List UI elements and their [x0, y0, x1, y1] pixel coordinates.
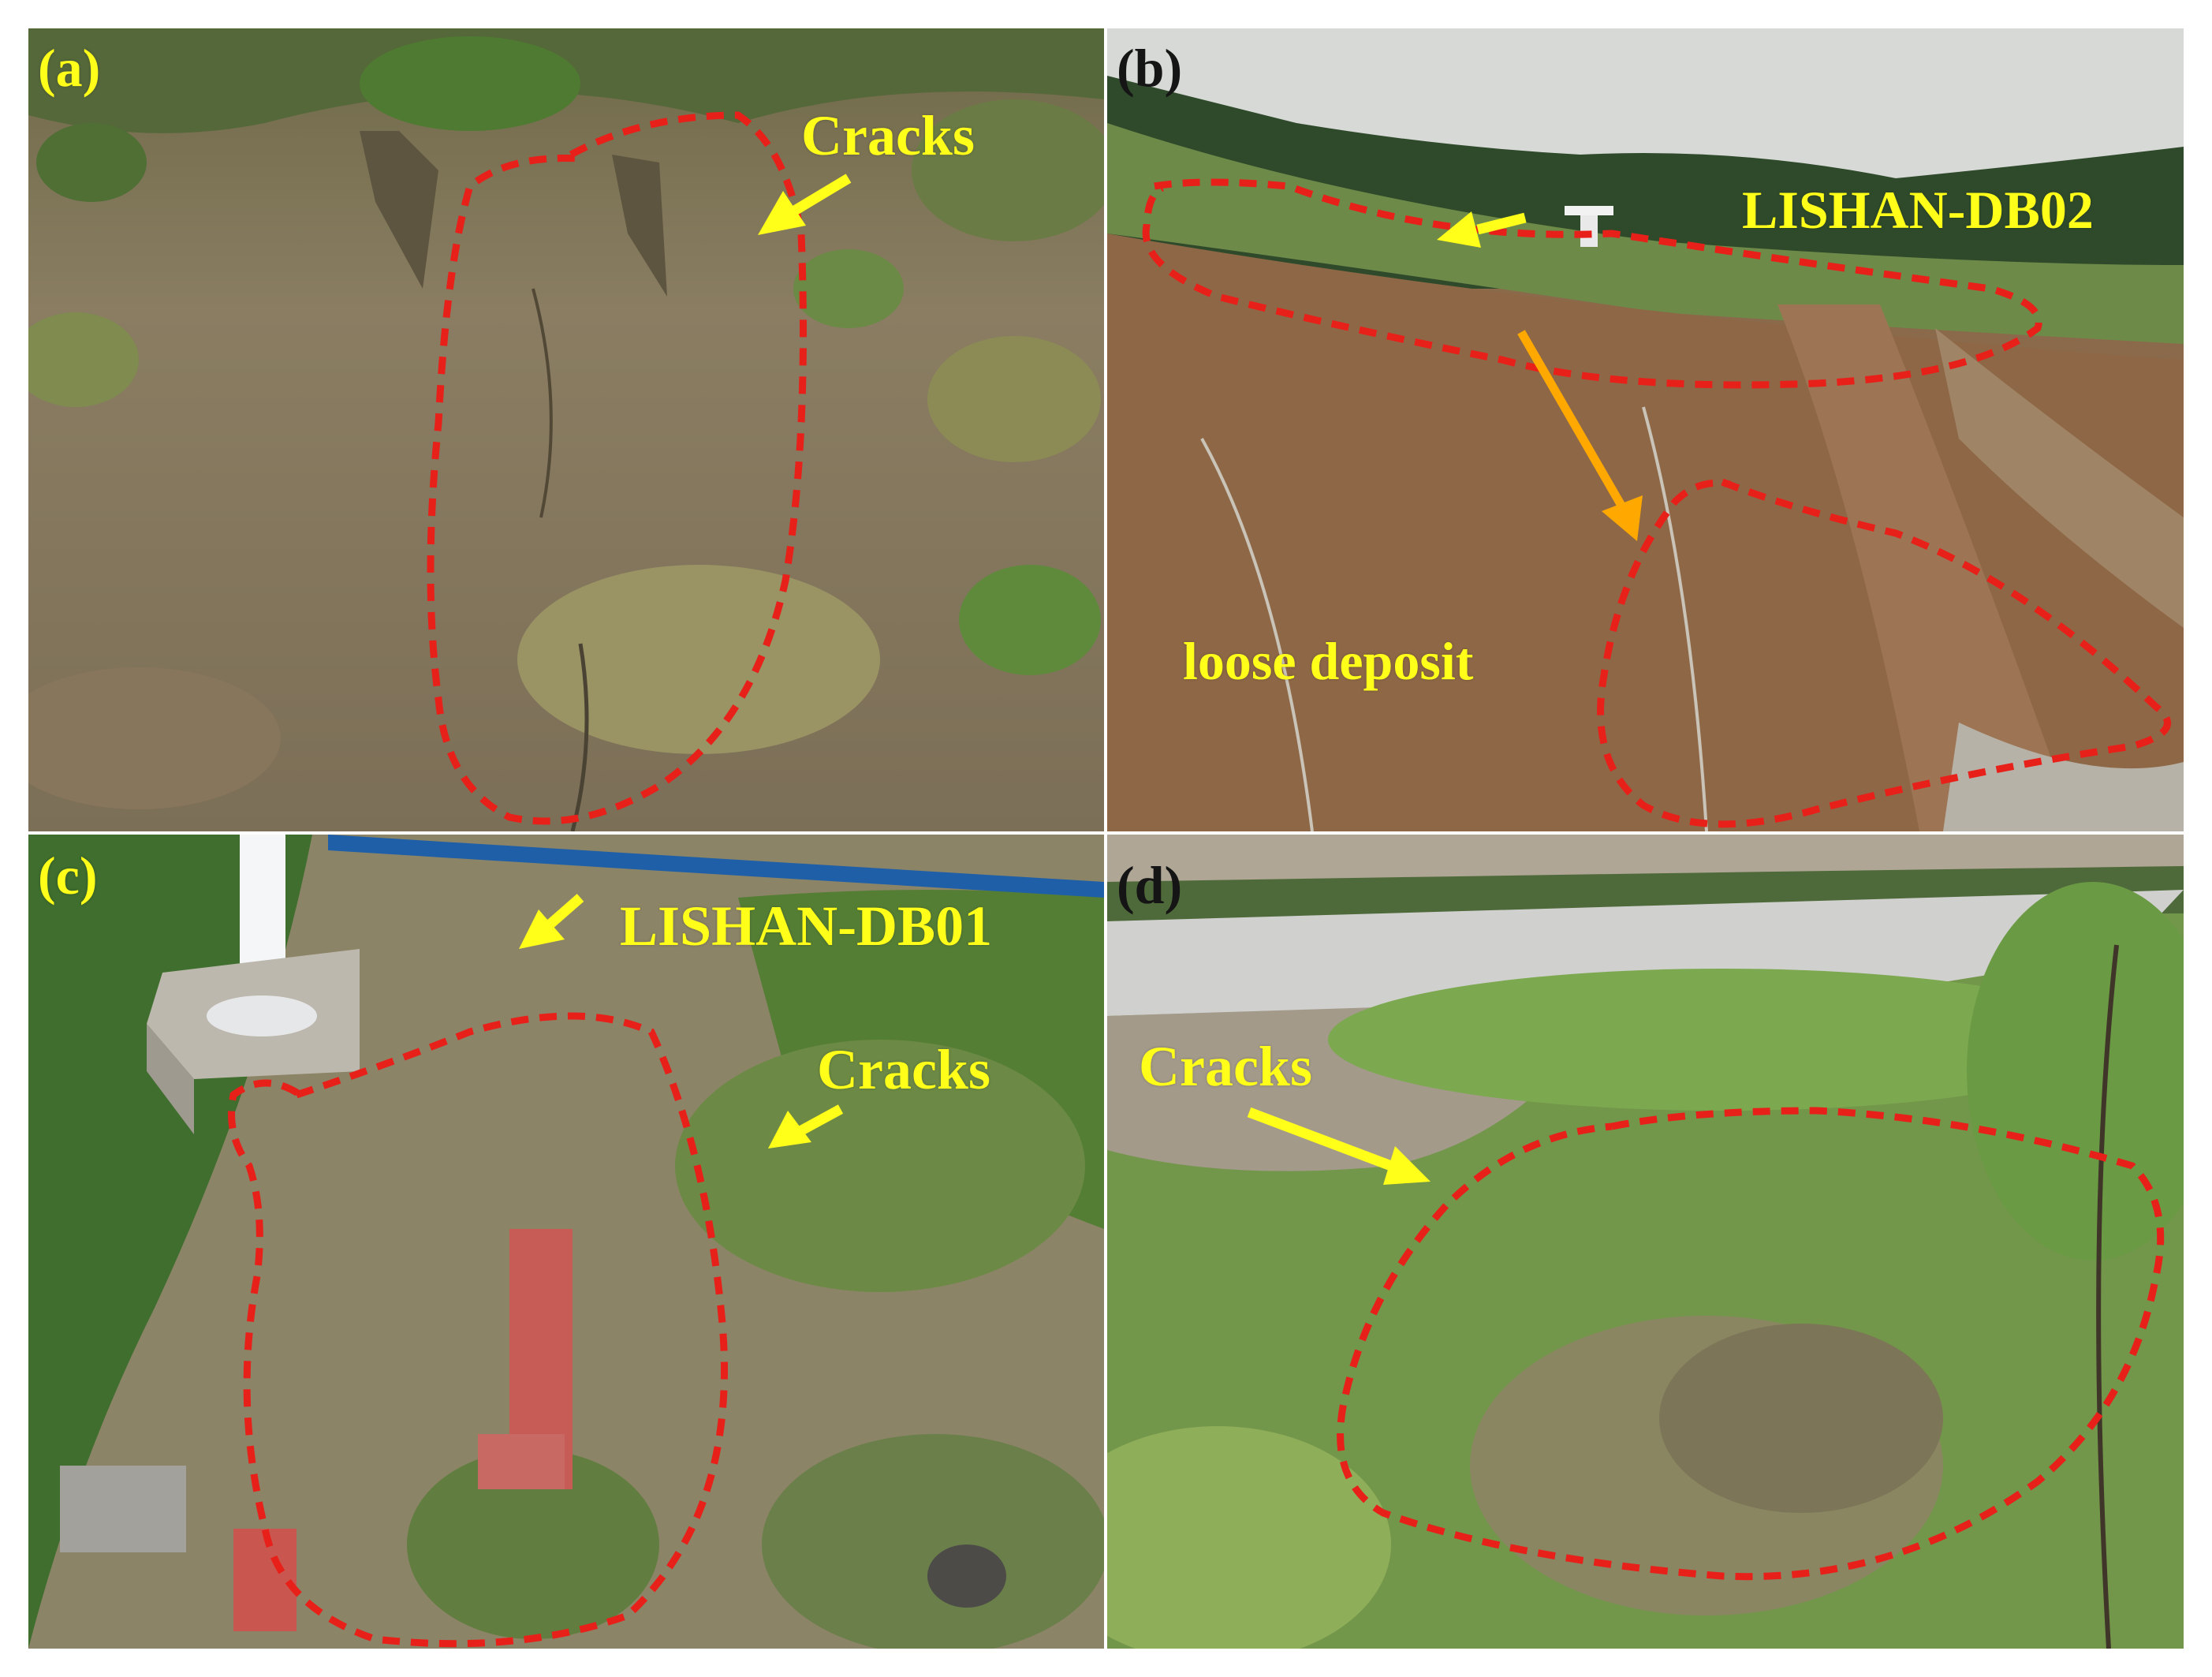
panel-d: (d) Cracks	[1107, 835, 2184, 1649]
deposit-zone-outline-lower	[1597, 478, 2171, 828]
arrow-icon	[1437, 211, 1527, 248]
arrow-icon	[519, 894, 584, 949]
panel-b-photo	[1107, 28, 2184, 831]
loose-deposit-label: loose deposit	[1183, 631, 1474, 691]
cracks-label: Cracks	[801, 104, 975, 167]
arrow-icon	[768, 1104, 844, 1149]
slide-direction-arrow-icon	[1517, 330, 1643, 541]
station-label-lishan-db02: LISHAN-DB02	[1742, 180, 2094, 240]
arrow-icon	[758, 174, 852, 235]
cracks-label: Cracks	[817, 1038, 990, 1101]
panel-a: (a) Cracks	[28, 28, 1104, 831]
panel-c-photo	[28, 835, 1104, 1649]
crack-zone-outline	[228, 1012, 728, 1648]
panel-label-a: (a)	[38, 38, 101, 98]
panel-a-annotations	[427, 111, 852, 825]
panel-b: (b) LISHAN-DB02 loose deposit	[1107, 28, 2184, 831]
crack-zone-outline	[1337, 1107, 2165, 1581]
panel-label-c: (c)	[38, 846, 98, 906]
cracks-label: Cracks	[1139, 1035, 1312, 1098]
station-label-lishan-db01: LISHAN-DB01	[620, 895, 993, 958]
panel-label-d: (d)	[1117, 855, 1183, 915]
panel-label-b: (b)	[1117, 38, 1183, 98]
panel-d-annotations	[1247, 1107, 2165, 1581]
panel-c: (c) LISHAN-DB01 Cracks	[28, 835, 1104, 1649]
deposit-zone-outline-upper	[1142, 178, 2042, 389]
crack-zone-outline	[427, 111, 807, 825]
arrow-icon	[1247, 1107, 1431, 1185]
panel-d-photo	[1107, 835, 2184, 1649]
panel-c-annotations	[228, 894, 844, 1648]
panel-b-annotations	[1142, 178, 2171, 828]
panel-a-photo	[28, 28, 1104, 831]
